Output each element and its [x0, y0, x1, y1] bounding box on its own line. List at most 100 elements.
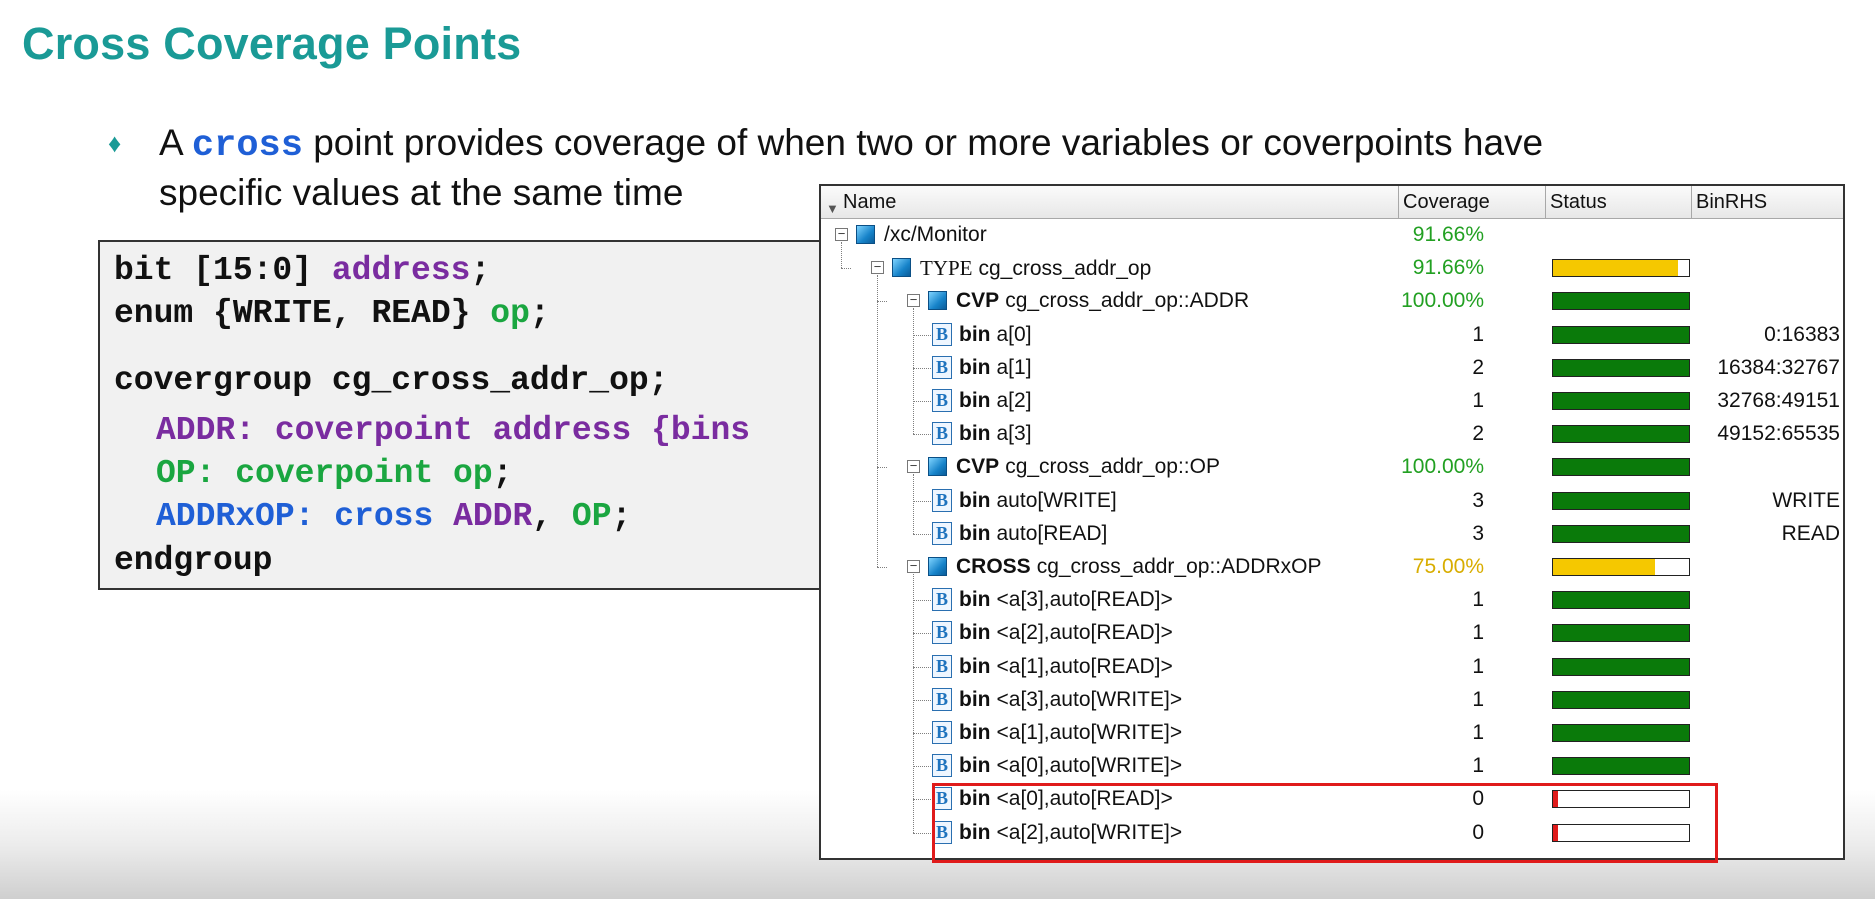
coverage-value: 1 [1472, 754, 1484, 778]
status-bar [1552, 657, 1690, 676]
status-bar-fill [1553, 459, 1689, 476]
row-keyword: bin [959, 389, 991, 412]
row-name: <a[3],auto[WRITE]> [996, 687, 1183, 711]
status-bar-fill [1553, 326, 1689, 343]
row-keyword: bin [959, 820, 991, 844]
bin-icon: B [932, 322, 952, 346]
row-name: a[2] [996, 389, 1032, 412]
covergroup-node-icon [928, 457, 947, 477]
coverage-value: 91.66% [1412, 223, 1484, 246]
row-name: <a[1],auto[WRITE]> [996, 721, 1183, 744]
covergroup-node-icon [928, 291, 947, 311]
code-token: ADDRxOP: cross [156, 498, 454, 535]
row-keyword: TYPE [920, 256, 973, 281]
coverage-node-row[interactable]: − /xc/Monitor 91.66% [821, 220, 1843, 253]
collapse-icon[interactable]: − [907, 559, 920, 573]
bullet-keyword-cross: cross [191, 125, 303, 167]
coverage-value: 1 [1472, 654, 1484, 678]
highlight-box-uncovered-bins [932, 783, 1718, 863]
bullet-prefix: A [159, 122, 192, 163]
collapse-icon[interactable]: − [907, 459, 920, 474]
bullet-rest: point provides coverage of when two or m… [302, 122, 1544, 163]
row-label: bin<a[0],auto[READ]> [959, 784, 1173, 814]
column-header-name[interactable]: ▼ Name [821, 186, 1399, 218]
row-keyword: bin [959, 588, 991, 612]
coverage-panel: ▼ Name Coverage Status BinRHS −/xc/Monit… [819, 184, 1845, 860]
coverage-value: 1 [1472, 588, 1484, 612]
row-name: cg_cross_addr_op::OP [1005, 455, 1220, 479]
sort-arrow-icon[interactable]: ▼ [826, 201, 839, 216]
row-label: bin<a[2],auto[READ]> [959, 618, 1173, 648]
coverage-value: 1 [1472, 322, 1484, 346]
code-token: ; [492, 455, 513, 492]
tree-guide-line [913, 401, 937, 402]
bullet-text-line2: specific values at the same time [159, 172, 684, 213]
row-keyword: CVP [956, 289, 1000, 313]
coverage-value: 75.00% [1412, 555, 1484, 578]
status-bar-fill [1553, 758, 1689, 775]
status-bar [1552, 823, 1690, 842]
tree-guide-line [877, 467, 887, 469]
bullet-text-line1: A cross point provides coverage of when … [159, 118, 1543, 171]
row-name: a[1] [996, 355, 1032, 379]
status-bar-fill [1553, 492, 1689, 509]
row-name: /xc/Monitor [884, 223, 987, 246]
row-keyword: bin [959, 422, 991, 446]
row-keyword: bin [959, 687, 991, 711]
column-header-binrhs[interactable]: BinRHS [1696, 191, 1768, 213]
bin-icon: B [932, 488, 952, 512]
status-bar-fill [1553, 559, 1655, 575]
covergroup-node-icon [856, 225, 875, 244]
tree-guide-line [841, 268, 851, 270]
tree-guide-line [913, 474, 914, 534]
column-header-coverage[interactable]: Coverage [1399, 186, 1546, 218]
collapse-icon[interactable]: − [907, 293, 920, 308]
status-bar-fill [1553, 725, 1689, 741]
status-bar [1552, 690, 1690, 709]
coverage-value: 2 [1472, 422, 1484, 446]
row-keyword: bin [959, 621, 991, 645]
coverage-value: 3 [1472, 521, 1484, 545]
coverage-value: 0 [1472, 787, 1484, 811]
row-label: bin<a[1],auto[READ]> [959, 652, 1173, 682]
covergroup-node-icon [892, 258, 911, 278]
collapse-icon[interactable]: − [871, 260, 884, 275]
code-line-5: OP: coverpoint op; [156, 455, 512, 492]
collapse-icon[interactable]: − [835, 227, 848, 241]
code-token: ADDR [453, 498, 533, 535]
coverage-value: 1 [1472, 687, 1484, 711]
column-header-row: ▼ Name Coverage Status BinRHS [821, 186, 1843, 219]
tree-guide-line [913, 533, 937, 535]
bin-icon: B [932, 687, 952, 711]
row-keyword: bin [959, 322, 991, 346]
row-label: bin<a[1],auto[WRITE]> [959, 718, 1182, 748]
row-keyword: bin [959, 355, 991, 379]
coverage-value: 91.66% [1412, 256, 1484, 280]
coverage-value: 1 [1472, 721, 1484, 744]
bin-icon: B [932, 820, 952, 844]
column-header-status[interactable]: Status [1546, 186, 1692, 218]
code-token: address [331, 252, 471, 289]
